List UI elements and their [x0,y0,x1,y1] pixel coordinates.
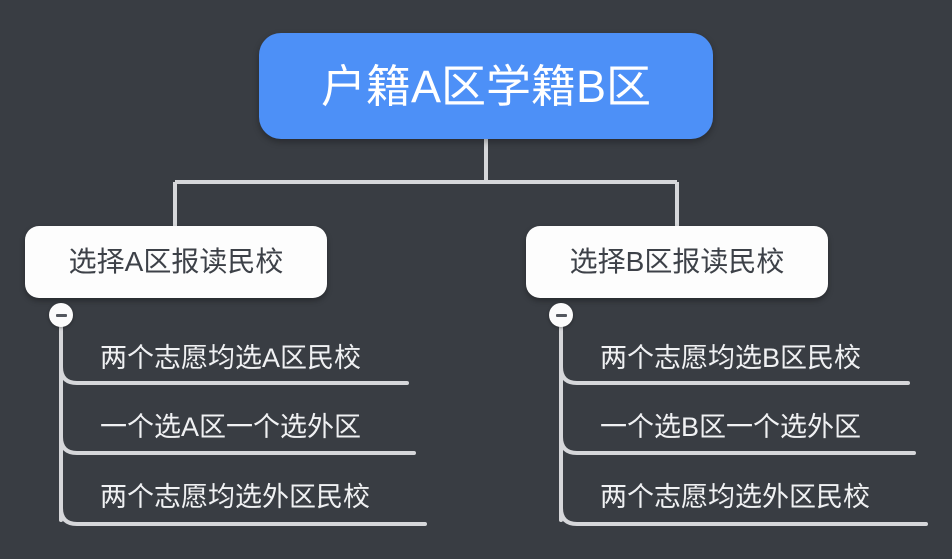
leaf-node[interactable]: 两个志愿均选外区民校 [600,474,870,520]
minus-icon [555,313,567,317]
leaf-node[interactable]: 一个选B区一个选外区 [600,404,861,450]
leaf-node[interactable]: 两个志愿均选A区民校 [100,335,361,381]
branch-node-right[interactable]: 选择B区报读民校 [526,226,828,298]
leaf-node-label: 一个选A区一个选外区 [100,411,362,442]
branch-node-left[interactable]: 选择A区报读民校 [25,226,327,298]
leaf-node[interactable]: 两个志愿均选B区民校 [600,335,861,381]
minus-icon [55,313,67,317]
leaf-node-label: 两个志愿均选外区民校 [100,481,370,512]
collapse-toggle-right[interactable] [549,303,573,327]
root-node-label: 户籍A区学籍B区 [320,60,652,112]
leaf-node-label: 一个选B区一个选外区 [600,411,862,442]
leaf-node-label: 两个志愿均选外区民校 [600,481,870,512]
collapse-toggle-left[interactable] [49,303,73,327]
leaf-node-label: 两个志愿均选B区民校 [600,342,862,373]
leaf-node-label: 两个志愿均选A区民校 [100,342,362,373]
branch-node-left-label: 选择A区报读民校 [68,246,284,277]
branch-node-right-label: 选择B区报读民校 [569,246,785,277]
root-node[interactable]: 户籍A区学籍B区 [259,33,713,139]
leaf-node[interactable]: 一个选A区一个选外区 [100,404,361,450]
leaf-node[interactable]: 两个志愿均选外区民校 [100,474,370,520]
